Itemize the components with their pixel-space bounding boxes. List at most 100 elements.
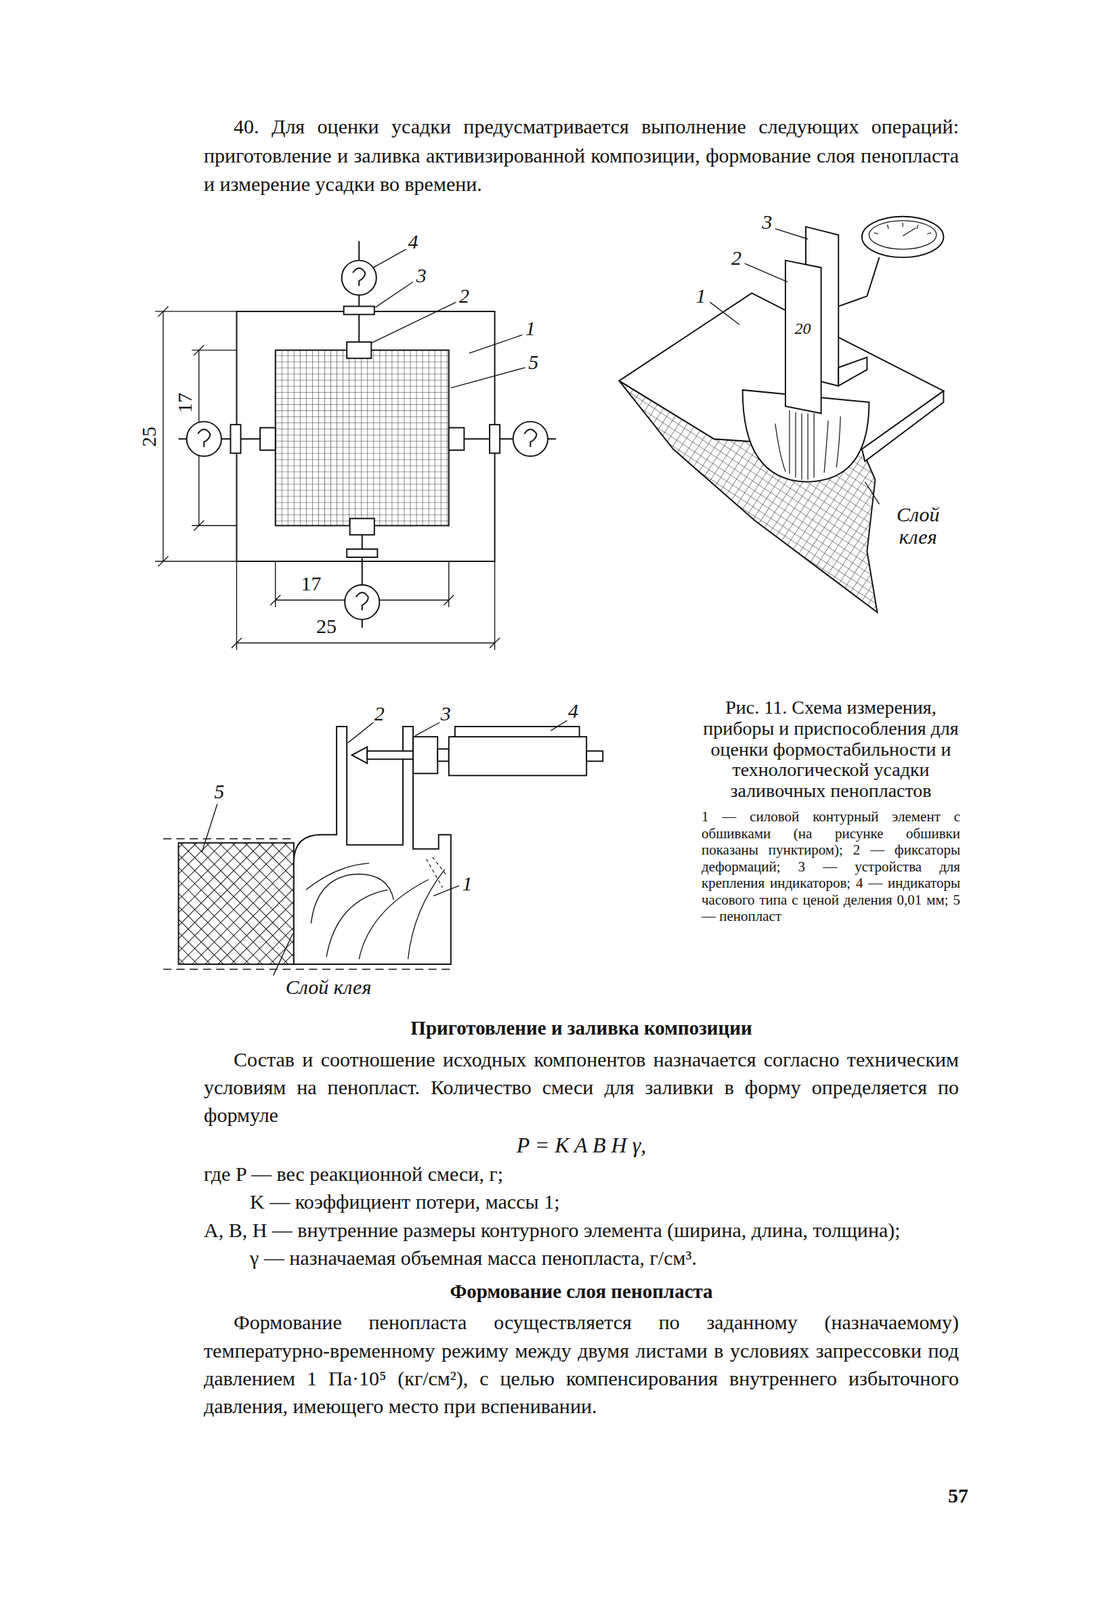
material-label: Слой клея — [285, 977, 372, 998]
legend-text: 1 — силовой контурный элемент с обшивкам… — [701, 808, 961, 925]
material-label: Слой клея — [884, 503, 953, 548]
indicator-tip — [352, 746, 368, 764]
figure-caption: Рис. 11. Схема измерения, приборы и прис… — [701, 697, 961, 802]
callout-number: 5 — [213, 781, 225, 802]
definition-line: где P — вес реакционной смеси, г; — [203, 1159, 959, 1188]
page-number: 57 — [927, 1484, 969, 1507]
foam-layer — [618, 380, 877, 613]
leader-line — [375, 281, 414, 308]
dial-indicator — [874, 222, 932, 237]
dimension-label: 25 — [316, 616, 337, 637]
indicator-stem — [437, 748, 449, 762]
dial-indicator — [341, 260, 377, 296]
indicator-stem — [838, 257, 879, 307]
leader-line — [371, 302, 456, 343]
leader-line — [864, 482, 879, 505]
dial-indicator — [346, 549, 378, 558]
dial-indicator — [197, 429, 210, 447]
dial-indicator — [448, 421, 556, 457]
leader-line — [550, 720, 567, 731]
leader-line — [348, 722, 374, 743]
leader-line — [201, 720, 567, 976]
caption-column: Рис. 11. Схема измерения, приборы и прис… — [701, 697, 961, 925]
callout-number: 1 — [461, 873, 472, 894]
leader-line — [469, 335, 523, 354]
leader-line — [273, 933, 294, 976]
indicator-stem — [586, 750, 603, 762]
dimension-line — [155, 306, 500, 651]
section-view — [163, 720, 603, 976]
plan-view — [155, 241, 556, 651]
indicator-mount — [838, 357, 867, 386]
foam-layer — [275, 350, 449, 526]
dial-indicator — [186, 421, 222, 457]
leader-line — [201, 804, 218, 853]
wood-grain — [306, 863, 445, 960]
dashed-grain — [426, 857, 447, 888]
contour-element — [862, 390, 944, 462]
callout-number: 3 — [416, 265, 427, 286]
wood-grain — [775, 410, 841, 480]
indicator-stem — [367, 750, 414, 760]
dial-indicator — [455, 726, 580, 737]
dial-indicator — [230, 424, 241, 454]
dial-indicator — [513, 421, 548, 457]
leader-line — [415, 722, 440, 737]
contour-element — [293, 726, 451, 965]
callout-number: 1 — [525, 318, 536, 339]
leader-line — [744, 263, 788, 282]
callout-number: 4 — [568, 700, 579, 722]
definition-line: K — коэффициент потери, массы 1; — [249, 1187, 959, 1216]
leader-line — [371, 249, 525, 389]
dial-indicator — [260, 427, 276, 451]
dial-indicator — [489, 424, 500, 454]
callout-number: 1 — [695, 285, 706, 307]
dial-indicator — [448, 427, 465, 451]
dial-indicator — [350, 518, 375, 535]
callout-number: 3 — [440, 703, 451, 724]
contour-element — [236, 311, 495, 562]
dimension-label: 17 — [300, 573, 321, 594]
dial-indicator — [344, 518, 380, 628]
body-paragraph: Состав и соотношение исходных компоненто… — [203, 1045, 959, 1130]
callout-number: 2 — [374, 703, 385, 724]
body-paragraph: 40. Для оценки усадки предусматривается … — [203, 112, 959, 200]
dial-indicator — [868, 220, 936, 250]
callout-number: 3 — [761, 211, 772, 233]
leader-line — [709, 302, 740, 325]
dial-indicator — [178, 421, 276, 457]
section-heading: Приготовление и заливка композиции — [203, 1015, 959, 1042]
dial-indicator — [344, 585, 380, 620]
foam-layer — [178, 843, 294, 965]
indicator-mount — [413, 736, 438, 774]
dial-indicator — [448, 736, 587, 776]
leader-line — [373, 249, 406, 268]
section-heading: Формование слоя пенопласта — [203, 1279, 959, 1305]
formula: P = K A B H γ, — [203, 1130, 959, 1160]
definition-line: γ — назначаемая объемная масса пенопласт… — [249, 1243, 959, 1272]
dial-indicator — [341, 241, 377, 359]
callout-number: 5 — [528, 352, 539, 373]
leader-line — [433, 885, 460, 896]
callout-number: 4 — [408, 231, 419, 252]
dimension-line — [231, 561, 500, 651]
dial-indicator — [524, 429, 537, 447]
callout-number: 2 — [731, 247, 742, 269]
callout-number: 2 — [459, 285, 470, 307]
leader-line — [775, 228, 808, 240]
dial-indicator — [352, 268, 365, 286]
perspective-view — [618, 216, 944, 613]
leader-line — [709, 228, 879, 505]
dial-indicator — [862, 216, 944, 258]
dial-indicator — [356, 592, 369, 611]
dimension-line — [155, 306, 238, 567]
plate-marking: 20 — [794, 320, 812, 337]
body-paragraph: Формование пенопласта осуществляется по … — [203, 1308, 959, 1421]
dial-indicator — [343, 306, 375, 315]
dial-indicator — [346, 341, 372, 359]
definition-line: A, B, H — внутренние размеры контурного … — [203, 1216, 959, 1244]
dimension-label: 17 — [174, 392, 196, 414]
leader-line — [450, 367, 526, 389]
deformation-fixator — [785, 260, 822, 414]
text-column: Приготовление и заливка композицииСостав… — [203, 1015, 959, 1421]
